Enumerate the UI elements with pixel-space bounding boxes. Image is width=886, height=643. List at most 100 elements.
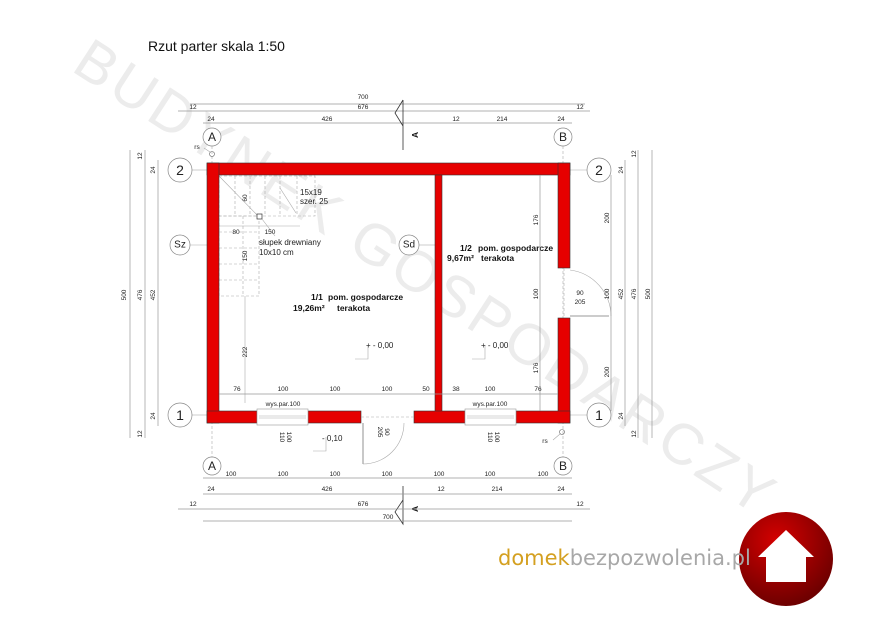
dim-12: 12 [452, 116, 460, 123]
dim-24: 24 [207, 116, 215, 123]
dimension-label: 150 [242, 250, 249, 261]
dimension-label: 12 [576, 501, 584, 508]
section-label: A [410, 132, 420, 138]
dimension-label: 24 [207, 486, 215, 493]
dimension-label: 150 [265, 229, 276, 236]
dimension-label: 452 [150, 289, 157, 300]
dimension-label: pom. gospodarcze [328, 292, 403, 302]
axis-1-right: 1 [586, 402, 612, 428]
dimension-label: 476 [631, 288, 638, 299]
dimension-label: 700 [383, 514, 394, 521]
walls [206, 162, 571, 424]
dim-12: 12 [576, 104, 584, 111]
dimension-label: rs [542, 438, 548, 445]
level-marks: + - 0,00 + - 0,00 - 0,10 [313, 341, 509, 452]
dimension-label: 12 [137, 152, 144, 160]
dimension-label: 110 [486, 432, 493, 443]
window-right [464, 408, 517, 426]
dimension-label: B [559, 459, 567, 473]
dimension-label: pom. gospodarcze [478, 243, 553, 253]
dimension-label: 100 [604, 288, 611, 299]
dimension-label: + - 0,00 [481, 341, 509, 350]
logo-part-domek: domek [498, 546, 570, 570]
dimension-label: 100 [330, 386, 341, 393]
dimension-label: 176 [533, 362, 540, 373]
dimension-label: A [208, 459, 216, 473]
dimension-label: 24 [618, 166, 625, 174]
dimension-label: 9,67m² [447, 253, 474, 263]
drawing-title: Rzut parter skala 1:50 [148, 38, 285, 54]
dim-426: 426 [322, 116, 333, 123]
downpipe-top: rs [194, 144, 215, 157]
axis-sz: Sz [169, 234, 191, 256]
dimension-label: 100 [538, 471, 549, 478]
dimension-label: 24 [150, 412, 157, 420]
home-logo-badge[interactable] [739, 512, 833, 606]
dimension-label: 426 [322, 486, 333, 493]
dimension-label: 12 [631, 150, 638, 158]
dimension-label: 38 [452, 386, 460, 393]
dimension-label: 24 [618, 412, 625, 420]
dimension-label: 222 [242, 346, 249, 357]
room-2-label: 1/2 pom. gospodarcze 9,67m² terakota [447, 243, 553, 263]
dimension-label: 100 [382, 471, 393, 478]
dimension-label: terakota [481, 253, 514, 263]
house-icon [758, 530, 814, 582]
axis-2-left: 2 [167, 157, 193, 183]
dimension-label: 100 [278, 471, 289, 478]
window-sill-right: wys.par.100 [472, 401, 508, 408]
dimension-label: + - 0,00 [366, 341, 394, 350]
dimension-label: 24 [150, 166, 157, 174]
dimension-label: 100 [382, 386, 393, 393]
stairs-width: szer. 25 [300, 197, 329, 206]
dimension-label: 676 [358, 501, 369, 508]
axis-b-top: B [553, 127, 573, 147]
right-dimensions: 200 100 200 452 476 500 24 12 24 12 [604, 150, 653, 438]
watermark: BUDYNEK GOSPODARCZY [63, 26, 789, 529]
post-size: 10x10 cm [259, 248, 294, 257]
axis-1-left: 1 [167, 402, 193, 428]
dimension-label: B [559, 130, 567, 144]
dimension-label: 500 [121, 289, 128, 300]
dimension-label: 1 [595, 407, 603, 423]
section-mark-top: A [394, 99, 420, 150]
window-left [256, 408, 309, 426]
dimension-label: 500 [645, 288, 652, 299]
dimension-label: 1/1 [311, 292, 323, 302]
post-label: słupek drewniany [259, 238, 321, 247]
dimension-label: 100 [278, 386, 289, 393]
dimension-label: 100 [533, 288, 540, 299]
downpipe-bottom: rs [542, 429, 565, 445]
dimension-label: 205 [575, 299, 586, 306]
dimension-label: 100 [226, 471, 237, 478]
dimension-label: 12 [631, 430, 638, 438]
dimension-label: 476 [137, 289, 144, 300]
dimension-label: 80 [232, 229, 240, 236]
site-logo[interactable]: domekbezpozwolenia.pl [498, 546, 751, 570]
dimension-label: 76 [534, 386, 542, 393]
dim-700-top: 700 [358, 94, 369, 101]
stairs-steps: 15x19 [300, 188, 322, 197]
dim-24: 24 [557, 116, 565, 123]
dimension-label: 110 [278, 432, 285, 443]
dimension-label: 50 [422, 386, 430, 393]
dimension-label: 452 [618, 288, 625, 299]
axis-sd: Sd [398, 234, 420, 256]
door-side [563, 268, 612, 318]
dimension-label: 76 [233, 386, 241, 393]
dim-12: 12 [189, 104, 197, 111]
dimension-label: 1 [176, 407, 184, 423]
dimension-label: Sz [174, 240, 186, 251]
section-mark-bottom: A [394, 486, 420, 526]
dimension-label: 90 [576, 290, 584, 297]
dimension-label: 214 [492, 486, 503, 493]
dimension-label: 90 [383, 428, 390, 436]
dimension-label: 205 [376, 427, 383, 438]
dimension-label: 200 [604, 366, 611, 377]
dimension-label: A [208, 130, 216, 144]
window-sill-left: wys.par.100 [265, 401, 301, 408]
dimension-label: Sd [403, 240, 415, 251]
